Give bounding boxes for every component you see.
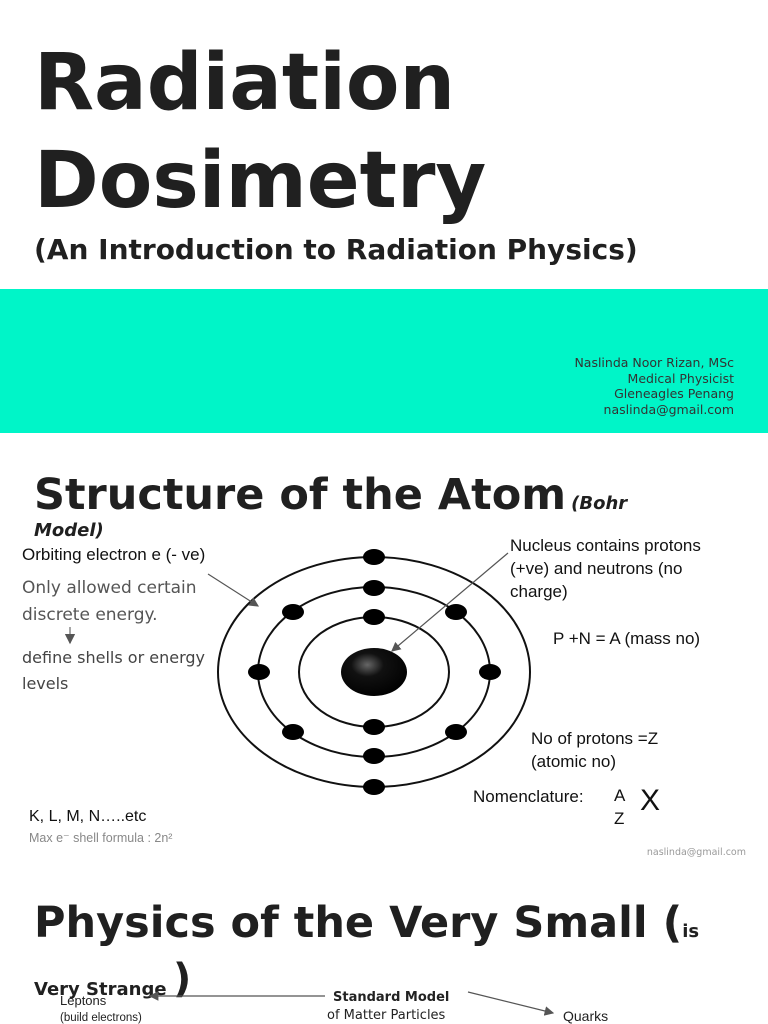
electron	[479, 664, 501, 680]
atom-title-text: Structure of the Atom	[34, 470, 567, 520]
nucleus-note: Nucleus contains protons (+ve) and neutr…	[510, 534, 701, 603]
very-small-title-text: Physics of the Very Small (	[34, 898, 683, 948]
electrons	[248, 549, 501, 795]
electron	[282, 604, 304, 620]
title-line-1: Radiation	[34, 38, 456, 128]
nomenclature-x: X	[640, 784, 661, 817]
standard-model-label: Standard Model	[333, 990, 450, 1005]
nucleus-pointer-arrow	[391, 552, 509, 652]
electron	[363, 719, 385, 735]
very-small-title-small: is	[682, 921, 700, 942]
shell-formula: Max e⁻ shell formula : 2n²	[29, 831, 173, 845]
author-block: Naslinda Noor Rizan, MSc Medical Physici…	[574, 355, 734, 417]
author-email: naslinda@gmail.com	[603, 401, 734, 417]
orbiting-electron-label: Orbiting electron e (- ve)	[22, 545, 206, 564]
electron	[445, 724, 467, 740]
nucleus-note-line-1: Nucleus contains protons	[510, 536, 701, 555]
electron	[445, 604, 467, 620]
quarks-label: Quarks	[563, 1008, 609, 1024]
atom-title-suffix: (Bohr	[571, 493, 628, 514]
subtitle: (An Introduction to Radiation Physics)	[34, 233, 638, 266]
very-small-title-close: )	[173, 956, 192, 1002]
title-line-2: Dosimetry	[34, 136, 487, 226]
electron	[363, 748, 385, 764]
leptons-label: Leptons	[60, 993, 107, 1008]
protons-note-line-2: (atomic no)	[531, 752, 617, 771]
mass-number-formula: P +N = A (mass no)	[553, 629, 701, 648]
nomenclature-label: Nomenclature:	[473, 787, 584, 806]
electron	[363, 580, 385, 596]
atom-diagram	[64, 549, 531, 795]
very-small-title: Physics of the Very Small (is	[34, 898, 699, 948]
shells-label: K, L, M, N…..etc	[29, 808, 147, 825]
nucleus	[341, 648, 407, 696]
footer-email: naslinda@gmail.com	[646, 847, 746, 858]
author-institution: Gleneagles Penang	[614, 386, 734, 401]
leptons-sub: (build electrons)	[60, 1012, 142, 1024]
electron	[363, 779, 385, 795]
electron	[363, 609, 385, 625]
nomenclature-a: A	[614, 786, 626, 805]
protons-note: No of protons =Z (atomic no)	[531, 727, 658, 773]
allowed-energy-text: Only allowed certain discrete energy.	[22, 575, 197, 629]
protons-note-line-1: No of protons =Z	[531, 729, 659, 748]
very-small-title-line-2: Very Strange	[34, 979, 167, 1000]
accent-band	[0, 289, 768, 433]
allowed-energy-line-1: Only allowed certain	[22, 578, 197, 598]
author-role: Medical Physicist	[627, 370, 734, 386]
electron	[363, 549, 385, 565]
allowed-energy-line-2: discrete energy.	[22, 605, 158, 625]
define-shells-line-1: define shells or energy	[22, 648, 205, 667]
nucleus-note-line-2: (+ve) and neutrons (no	[510, 559, 683, 578]
nomenclature-z: Z	[614, 809, 625, 828]
nucleus-note-line-3: charge)	[510, 582, 568, 601]
standard-model-connectors	[148, 991, 555, 1016]
electron	[282, 724, 304, 740]
electron	[248, 664, 270, 680]
author-name: Naslinda Noor Rizan, MSc	[574, 355, 734, 370]
standard-model-sub: of Matter Particles	[327, 1008, 446, 1023]
atom-title: Structure of the Atom (Bohr	[34, 470, 627, 520]
quarks-arrow	[467, 991, 555, 1016]
electron-pointer-arrow	[207, 573, 260, 607]
define-shells-text: define shells or energy levels	[22, 645, 205, 697]
atom-title-suffix-2: Model)	[34, 520, 104, 541]
define-shells-line-2: levels	[22, 674, 69, 693]
